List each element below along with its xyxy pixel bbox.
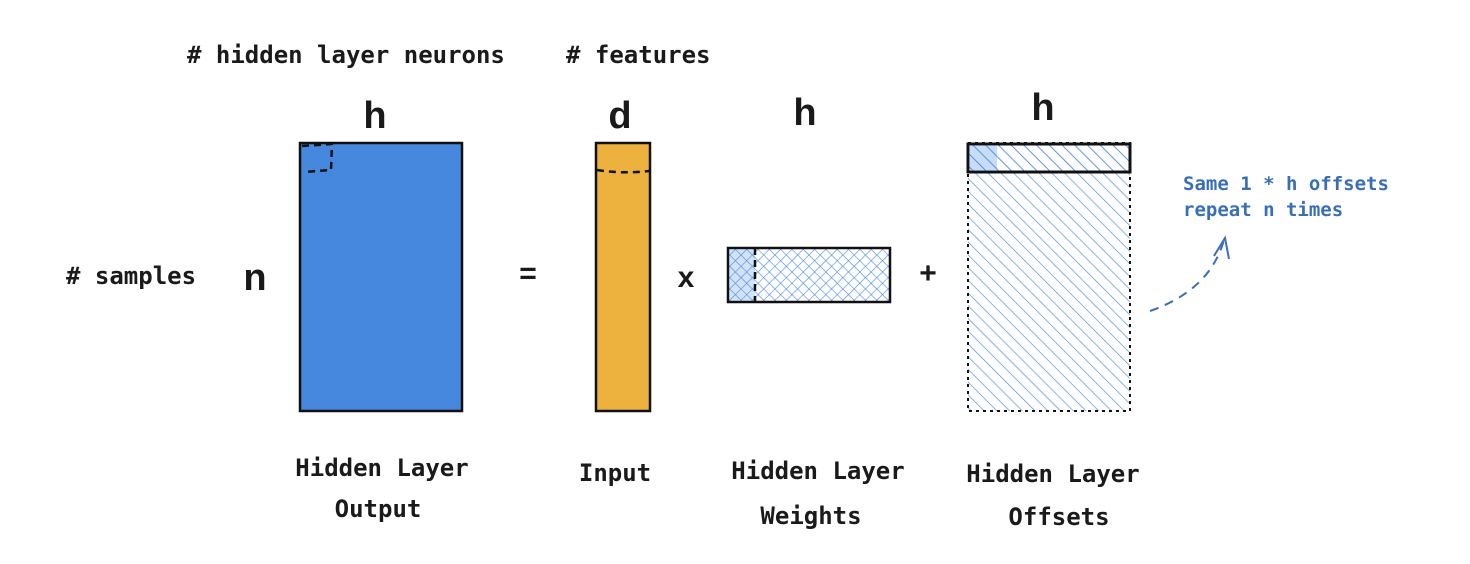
plus-sign: + (919, 257, 937, 290)
offsets-cell-shade (969, 145, 997, 171)
input-width-dim: d (608, 95, 631, 137)
offsets-caption-line-1: Hidden Layer (966, 460, 1139, 488)
output-matrix (298, 141, 464, 413)
rows-dim: n (243, 257, 266, 299)
offsets-matrix-fill (967, 142, 1131, 412)
input-row-highlight (596, 168, 650, 174)
output-cell-highlight (301, 142, 334, 174)
output-caption-line-2: Output (335, 495, 422, 523)
offsets-width-dim: h (1031, 87, 1054, 129)
offsets-first-row (966, 142, 1132, 174)
input-caption: Input (579, 459, 651, 487)
samples-label: # samples (66, 262, 196, 290)
offsets-caption-line-2: Offsets (1008, 503, 1109, 531)
offsets-matrix (966, 142, 1132, 412)
note-arrowhead-icon (1213, 235, 1230, 260)
weights-width-dim: h (793, 92, 816, 134)
features-label: # features (566, 41, 711, 69)
weights-caption-line-1: Hidden Layer (731, 457, 904, 485)
offsets-note: Same 1 * h offsets repeat n times (1149, 173, 1389, 312)
weights-matrix-fill (726, 246, 892, 304)
input-matrix (594, 141, 652, 413)
output-width-dim: h (363, 95, 386, 137)
output-caption-line-1: Hidden Layer (295, 454, 468, 482)
equals-sign: = (519, 257, 537, 290)
hidden-neurons-label: # hidden layer neurons (187, 41, 505, 69)
output-matrix-fill (298, 141, 464, 413)
weights-caption-line-2: Weights (760, 502, 861, 530)
weights-matrix (726, 246, 892, 304)
multiply-sign: x (678, 261, 695, 294)
weights-column-shade (729, 249, 755, 301)
note-line-2: repeat n times (1183, 199, 1343, 221)
note-line-1: Same 1 * h offsets (1183, 173, 1389, 195)
note-arrow (1149, 239, 1225, 312)
input-matrix-fill (594, 141, 652, 413)
